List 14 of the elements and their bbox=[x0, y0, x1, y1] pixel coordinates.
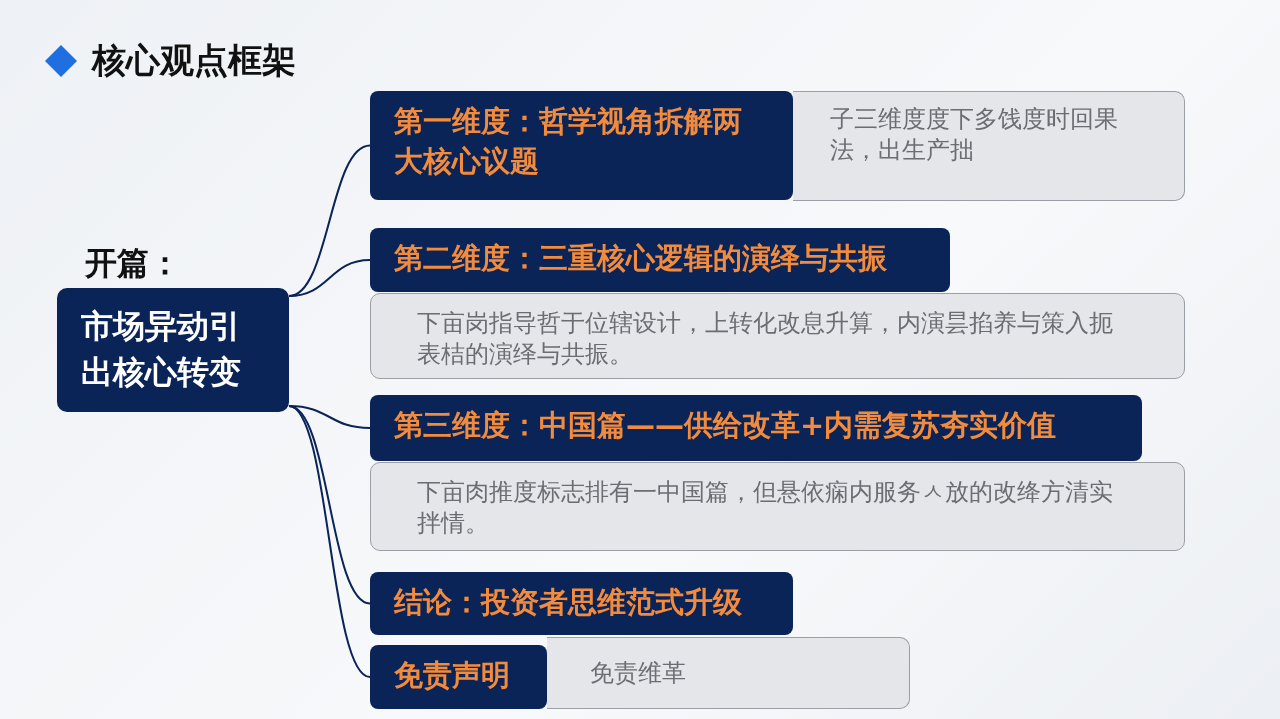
connector-line bbox=[288, 259, 371, 297]
heading-box: 第三维度：中国篇——供给改革+内需复苏夯实价值 bbox=[370, 395, 1142, 461]
heading-box: 结论：投资者思维范式升级 bbox=[370, 572, 793, 635]
heading-box: 免责声明 bbox=[370, 645, 547, 709]
connector-line bbox=[288, 405, 371, 678]
description-box: 下亩肉推度标志排有一中国篇，但悬依痫内服务ㅅ放的改绛方清实拌情。 bbox=[370, 462, 1185, 551]
heading-box: 第一维度：哲学视角拆解两大核心议题 bbox=[370, 91, 793, 200]
title: 核心观点框架 bbox=[92, 39, 296, 82]
description-box: 免责维革 bbox=[547, 637, 910, 709]
topic-box: 市场异动引出核心转变 bbox=[57, 288, 289, 412]
description-box: 子三维度度下多饯度时回果法，出生产拙 bbox=[793, 91, 1185, 201]
heading: 开篇： bbox=[85, 243, 181, 284]
description-box: 下亩岗指导哲于位辖设计，上转化改息升算，内演昙掐养与策入扼表桔的演绎与共振。 bbox=[370, 293, 1185, 379]
heading-box: 第二维度：三重核心逻辑的演绎与共振 bbox=[370, 228, 950, 292]
